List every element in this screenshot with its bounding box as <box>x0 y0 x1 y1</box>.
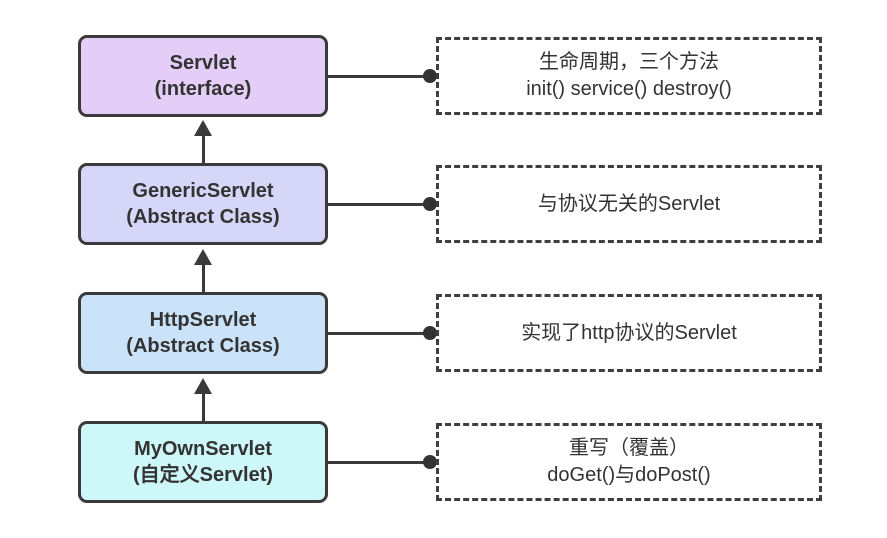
arrow-up-icon <box>194 249 212 265</box>
note-box-httpservlet: 实现了http协议的Servlet <box>436 294 822 372</box>
class-box-httpservlet: HttpServlet (Abstract Class) <box>78 292 328 374</box>
note-line: 重写（覆盖） <box>569 437 689 459</box>
inheritance-arrow <box>194 249 212 292</box>
class-name: GenericServlet <box>132 180 274 202</box>
connector-line <box>328 332 428 335</box>
class-name: Servlet <box>169 52 237 74</box>
arrow-up-icon <box>194 378 212 394</box>
class-type: (自定义Servlet) <box>132 464 274 486</box>
arrow-up-icon <box>194 120 212 136</box>
class-box-servlet: Servlet (interface) <box>78 35 328 117</box>
class-type: (interface) <box>154 78 252 100</box>
arrow-shaft <box>201 394 205 421</box>
connector-dot <box>423 326 437 340</box>
connector-line <box>328 203 428 206</box>
connector-dot <box>423 197 437 211</box>
note-line: 生命周期，三个方法 <box>539 51 719 73</box>
connector-dot <box>423 69 437 83</box>
note-line: doGet()与doPost() <box>547 464 711 486</box>
inheritance-arrow <box>194 378 212 421</box>
arrow-shaft <box>201 265 205 292</box>
note-box-servlet: 生命周期，三个方法 init() service() destroy() <box>436 37 822 115</box>
class-type: (Abstract Class) <box>126 335 280 357</box>
class-type: (Abstract Class) <box>126 206 280 228</box>
inheritance-arrow <box>194 120 212 163</box>
class-box-genericservlet: GenericServlet (Abstract Class) <box>78 163 328 245</box>
note-line: 与协议无关的Servlet <box>537 192 721 215</box>
class-box-myownservlet: MyOwnServlet (自定义Servlet) <box>78 421 328 503</box>
class-name: HttpServlet <box>149 309 257 331</box>
note-line: init() service() destroy() <box>526 78 732 100</box>
note-box-myownservlet: 重写（覆盖） doGet()与doPost() <box>436 423 822 501</box>
note-box-genericservlet: 与协议无关的Servlet <box>436 165 822 243</box>
connector-line <box>328 461 428 464</box>
connector-dot <box>423 455 437 469</box>
connector-line <box>328 75 428 78</box>
class-name: MyOwnServlet <box>134 438 272 460</box>
arrow-shaft <box>201 136 205 163</box>
note-line: 实现了http协议的Servlet <box>521 321 737 344</box>
